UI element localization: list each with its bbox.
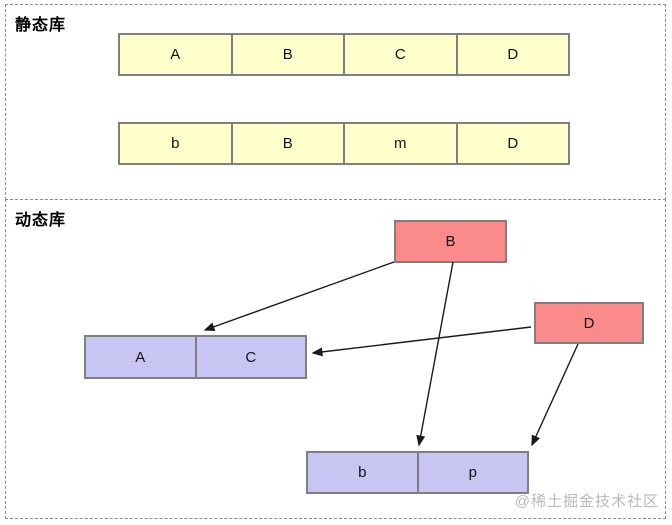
static-lib-row-1: A B C D bbox=[118, 33, 570, 76]
static-library-label: 静态库 bbox=[15, 17, 67, 34]
static-lib-row-2: b B m D bbox=[118, 122, 570, 165]
static-cell: D bbox=[455, 35, 569, 74]
app-box-AC: A C bbox=[84, 335, 307, 379]
dynamic-lib-box-D: D bbox=[534, 302, 644, 344]
app-cell: C bbox=[194, 337, 306, 377]
static-cell: b bbox=[171, 135, 180, 152]
static-cell: C bbox=[343, 35, 456, 74]
app-cell: p bbox=[416, 453, 528, 492]
static-cell: B bbox=[230, 35, 344, 74]
static-cell: B bbox=[230, 124, 344, 163]
dynamic-library-section: 动态库 B D A C b p bbox=[5, 199, 666, 519]
watermark: @稀土掘金技术社区 bbox=[514, 493, 659, 510]
static-cell: m bbox=[343, 124, 456, 163]
static-cell: A bbox=[170, 46, 181, 63]
app-cell: A bbox=[135, 348, 146, 366]
app-cell: b bbox=[358, 464, 367, 481]
dynamic-library-label: 动态库 bbox=[15, 212, 67, 229]
static-library-section: 静态库 A B C D b B m D bbox=[5, 4, 666, 200]
dynamic-lib-box-B: B bbox=[394, 220, 507, 263]
static-cell: D bbox=[455, 124, 569, 163]
app-box-bp: b p bbox=[306, 451, 529, 494]
